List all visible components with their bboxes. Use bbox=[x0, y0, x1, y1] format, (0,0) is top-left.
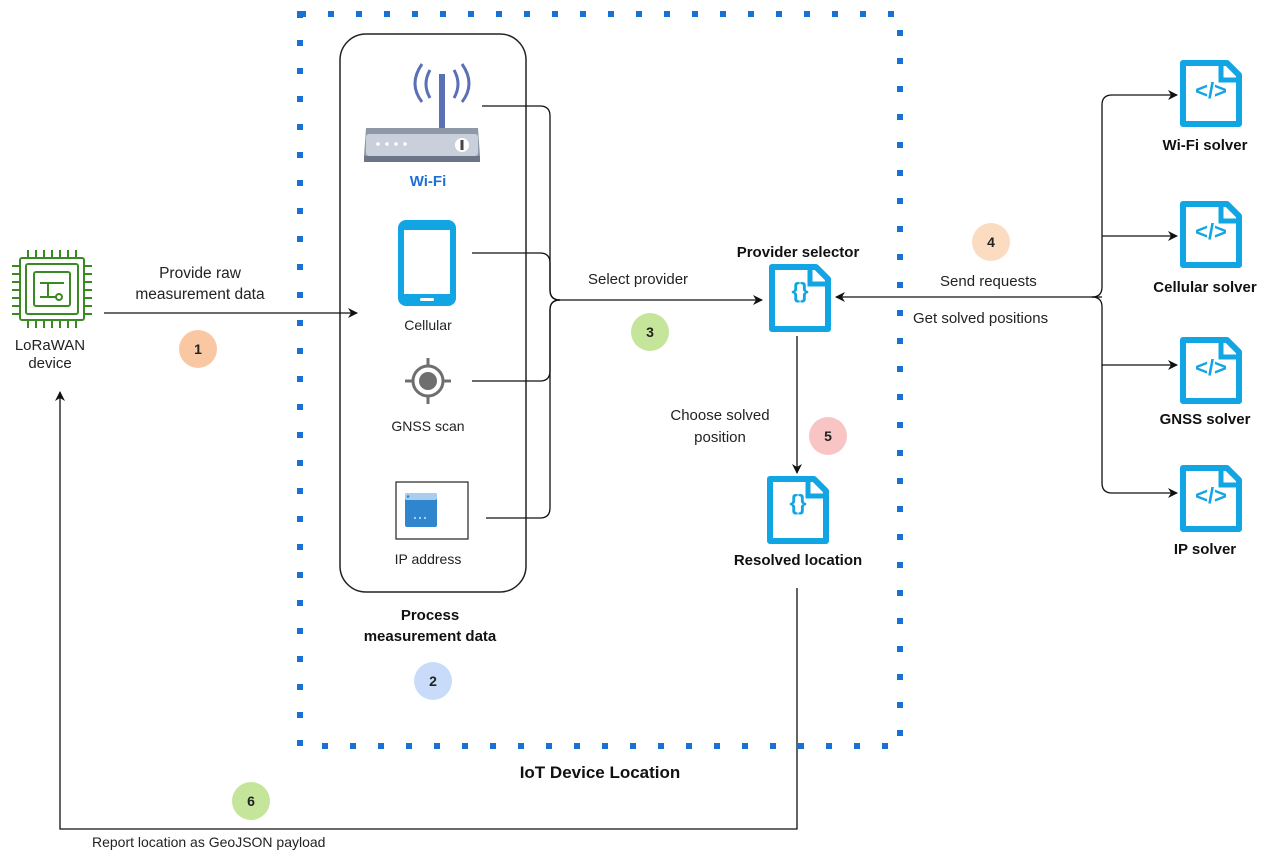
gnss-connector bbox=[472, 299, 561, 382]
arrow-to-ip-solver bbox=[1101, 365, 1178, 498]
phone-icon bbox=[398, 220, 456, 306]
wifi-label: Wi-Fi bbox=[409, 173, 447, 190]
step-badge-2: 2 bbox=[414, 662, 452, 700]
arrow-report-location bbox=[55, 391, 798, 830]
wifi-connector bbox=[482, 105, 561, 301]
process-line2: measurement data bbox=[363, 628, 497, 645]
choose-line2: position bbox=[694, 429, 746, 446]
ip-solver-label: IP solver bbox=[1173, 541, 1237, 558]
resolved-braces-glyph: {} bbox=[789, 490, 807, 515]
step-badge-5: 5 bbox=[809, 417, 847, 455]
choose-solved-label: Choose solved position bbox=[640, 405, 800, 449]
ip-address-label: IP address bbox=[394, 551, 462, 567]
arrow-to-gnss-solver bbox=[1091, 296, 1178, 370]
wifi-solver-label: Wi-Fi solver bbox=[1162, 137, 1248, 154]
provide-raw-label: Provide raw measurement data bbox=[110, 263, 290, 305]
provide-raw-line1: Provide raw bbox=[159, 265, 241, 282]
provider-selector-title: Provider selector bbox=[736, 244, 860, 261]
ip-address-icon bbox=[395, 481, 469, 540]
gnss-label: GNSS scan bbox=[391, 418, 465, 434]
router-icon bbox=[364, 63, 480, 162]
process-line1: Process bbox=[400, 607, 460, 624]
arrow-to-wifi-solver bbox=[1091, 90, 1178, 298]
choose-line1: Choose solved bbox=[670, 407, 770, 424]
select-provider-label: Select provider bbox=[588, 271, 689, 288]
gnss-icon bbox=[405, 358, 451, 404]
send-requests-label: Send requests bbox=[940, 273, 1037, 290]
wifi-solver-glyph: </> bbox=[1195, 78, 1227, 103]
get-solved-label: Get solved positions bbox=[913, 310, 1049, 327]
ip-solver-glyph: </> bbox=[1195, 483, 1227, 508]
report-label: Report location as GeoJSON payload bbox=[92, 834, 326, 850]
device-label-line1: LoRaWAN bbox=[14, 337, 86, 354]
step-badge-3: 3 bbox=[631, 313, 669, 351]
gnss-solver-label: GNSS solver bbox=[1159, 411, 1251, 428]
cellular-solver-label: Cellular solver bbox=[1153, 279, 1257, 296]
gnss-solver-glyph: </> bbox=[1195, 355, 1227, 380]
container-title: IoT Device Location bbox=[519, 763, 681, 782]
resolved-location-icon bbox=[767, 476, 829, 544]
cellular-solver-glyph: </> bbox=[1195, 219, 1227, 244]
ip-solver-icon bbox=[1180, 465, 1242, 532]
container-border bbox=[297, 11, 903, 749]
provider-selector-icon bbox=[769, 264, 831, 332]
resolved-location-title: Resolved location bbox=[733, 552, 863, 569]
cellular-solver-icon bbox=[1180, 201, 1242, 268]
chip-icon bbox=[12, 250, 92, 328]
step-badge-4: 4 bbox=[972, 223, 1010, 261]
process-label: Process measurement data bbox=[330, 605, 530, 647]
provide-raw-line2: measurement data bbox=[135, 286, 265, 303]
cellular-label: Cellular bbox=[404, 317, 452, 333]
step-badge-1: 1 bbox=[179, 330, 217, 368]
step-badge-6: 6 bbox=[232, 782, 270, 820]
gnss-solver-icon bbox=[1180, 337, 1242, 404]
cellular-connector bbox=[472, 252, 561, 301]
wifi-solver-icon bbox=[1180, 60, 1242, 127]
selector-braces-glyph: {} bbox=[791, 278, 809, 303]
device-label: LoRaWAN device bbox=[2, 337, 98, 373]
ip-connector bbox=[486, 299, 561, 519]
device-label-line2: device bbox=[28, 355, 72, 372]
